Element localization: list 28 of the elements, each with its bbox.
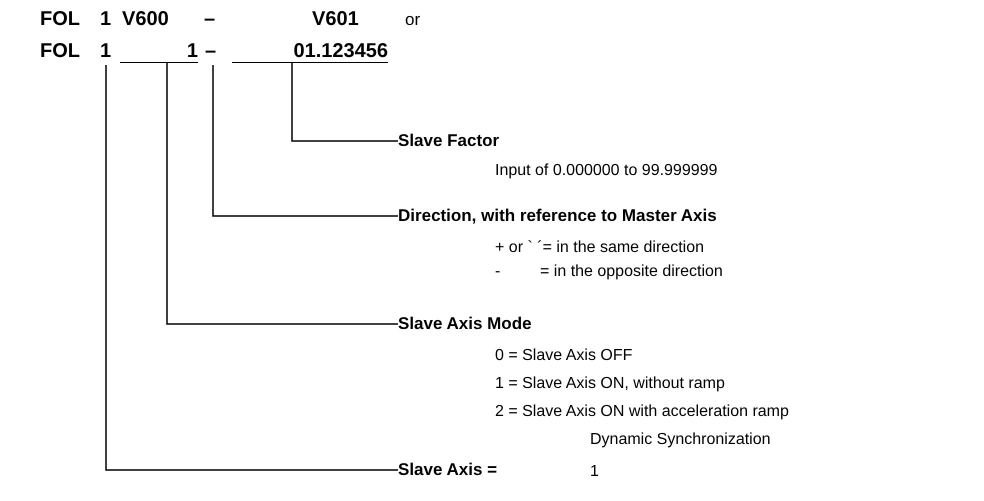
leader-line [166,63,398,325]
parameter-description: 1 = Slave Axis ON, without ramp [495,374,725,394]
parameter-description: = in the opposite direction [540,262,723,282]
command-token: FOL [40,8,80,30]
command-parameter: – [205,40,221,63]
leader-line [291,63,398,142]
command-token: V601 [312,8,359,30]
parameter-description: + or ` ´= in the same direction [495,238,704,258]
command-token: V600 [122,8,169,30]
parameter-heading: Slave Factor [398,130,500,152]
underlined-parameter: 1 [120,40,198,63]
parameter-heading: Direction, with reference to Master Axis [398,205,717,227]
parameter-heading: Slave Axis Mode [398,313,532,335]
command-parameter: 1 [100,40,114,63]
connector-word: or [405,9,420,31]
underlined-parameter: 01.123456 [232,40,388,63]
parameter-description: Dynamic Synchronization [590,430,771,450]
parameter-description: 0 = Slave Axis OFF [495,346,632,366]
leader-line [105,65,398,471]
parameter-heading: Slave Axis = [398,459,498,481]
command-token: FOL [40,40,80,62]
parameter-description: - [495,262,500,282]
command-token: – [204,8,216,30]
parameter-description: Input of 0.000000 to 99.999999 [495,161,718,181]
parameter-description: 1 [590,462,599,482]
leader-line [212,65,398,217]
command-token: 1 [100,8,112,30]
parameter-description: 2 = Slave Axis ON with acceleration ramp [495,402,789,422]
